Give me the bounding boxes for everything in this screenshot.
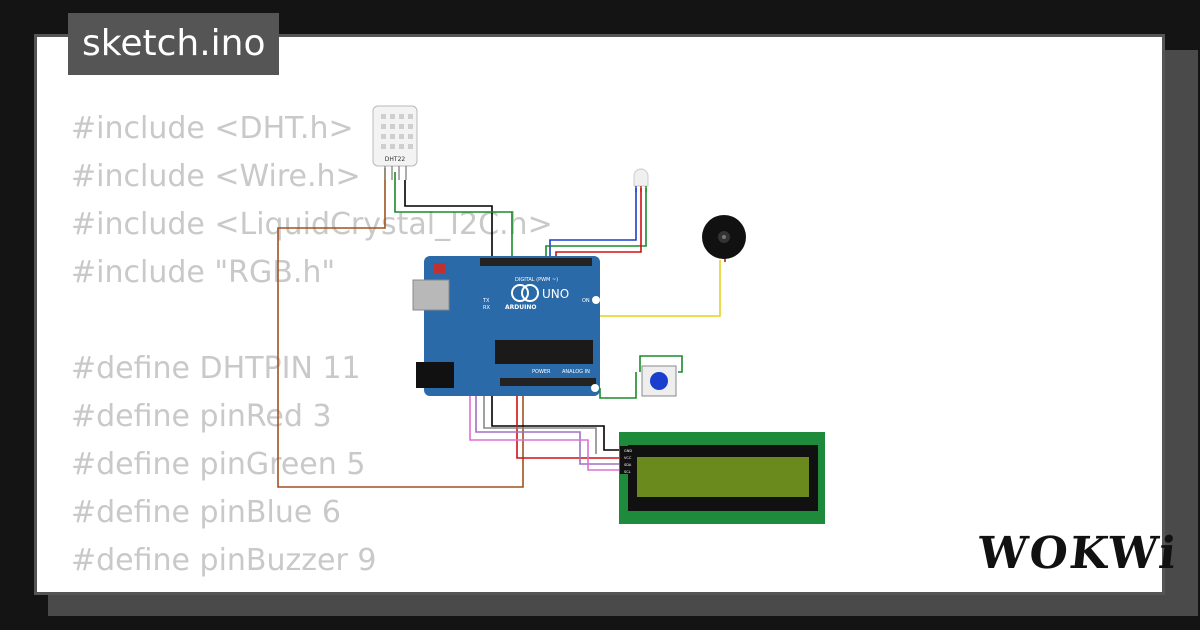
code-line: #define pinBlue 6 bbox=[71, 495, 341, 530]
digital-header bbox=[480, 258, 592, 266]
wire-dht-vcc bbox=[394, 172, 513, 262]
push-button[interactable] bbox=[641, 365, 677, 397]
wire-led-green bbox=[545, 188, 647, 262]
code-line: #include <DHT.h> bbox=[71, 111, 354, 146]
board-brand: ARDUINO bbox=[505, 304, 536, 311]
wokwi-logo: WOKWi bbox=[975, 528, 1181, 579]
code-line: #include <LiquidCrystal_I2C.h> bbox=[71, 207, 553, 242]
dht-label: DHT22 bbox=[385, 156, 406, 163]
power-jack bbox=[416, 362, 454, 388]
usb-port bbox=[412, 279, 450, 311]
lcd-pin-vcc: VCC bbox=[624, 456, 632, 460]
lcd-display[interactable]: GND VCC SDA SCL bbox=[619, 432, 825, 524]
rgb-led[interactable] bbox=[633, 168, 649, 192]
power-analog-header bbox=[500, 378, 596, 386]
code-line: #define pinBuzzer 9 bbox=[71, 543, 377, 578]
code-line: #define pinRed 3 bbox=[71, 399, 332, 434]
code-line: #define DHTPIN 11 bbox=[71, 351, 361, 386]
code-line: #include "RGB.h" bbox=[71, 255, 336, 290]
wire-lcd-vcc bbox=[516, 388, 622, 459]
code-preview: #include <DHT.h> #include <Wire.h> #incl… bbox=[71, 105, 553, 585]
lcd-pin-gnd: GND bbox=[624, 449, 632, 453]
arduino-infinity-icon bbox=[511, 284, 529, 302]
arduino-uno-board[interactable]: UNO ARDUINO DIGITAL (PWM ~) POWER ANALOG… bbox=[412, 256, 600, 396]
wire-led-blue bbox=[549, 188, 637, 262]
wire-dht-gnd bbox=[404, 180, 493, 262]
wire-dht-data bbox=[277, 168, 524, 488]
board-model: UNO bbox=[542, 287, 569, 301]
digital-label: DIGITAL (PWM ~) bbox=[515, 277, 558, 283]
dht22-sensor[interactable]: DHT22 bbox=[372, 105, 418, 180]
rx-label: RX bbox=[483, 305, 490, 311]
file-tab[interactable]: sketch.ino bbox=[68, 13, 280, 75]
wire-led-red bbox=[555, 188, 642, 262]
wire-button-2 bbox=[639, 355, 683, 373]
lcd-pin-scl: SCL bbox=[624, 470, 631, 474]
lcd-pin-sda: SDA bbox=[624, 463, 632, 467]
atmega-chip bbox=[495, 340, 593, 364]
tx-label: TX bbox=[482, 298, 490, 304]
analog-label: ANALOG IN bbox=[562, 369, 590, 375]
on-label: ON bbox=[582, 298, 590, 304]
power-label: POWER bbox=[532, 369, 551, 375]
code-line: #include <Wire.h> bbox=[71, 159, 361, 194]
code-line: #define pinGreen 5 bbox=[71, 447, 366, 482]
buzzer[interactable] bbox=[702, 215, 746, 259]
reset-button bbox=[434, 263, 446, 273]
wire-button bbox=[599, 372, 637, 399]
